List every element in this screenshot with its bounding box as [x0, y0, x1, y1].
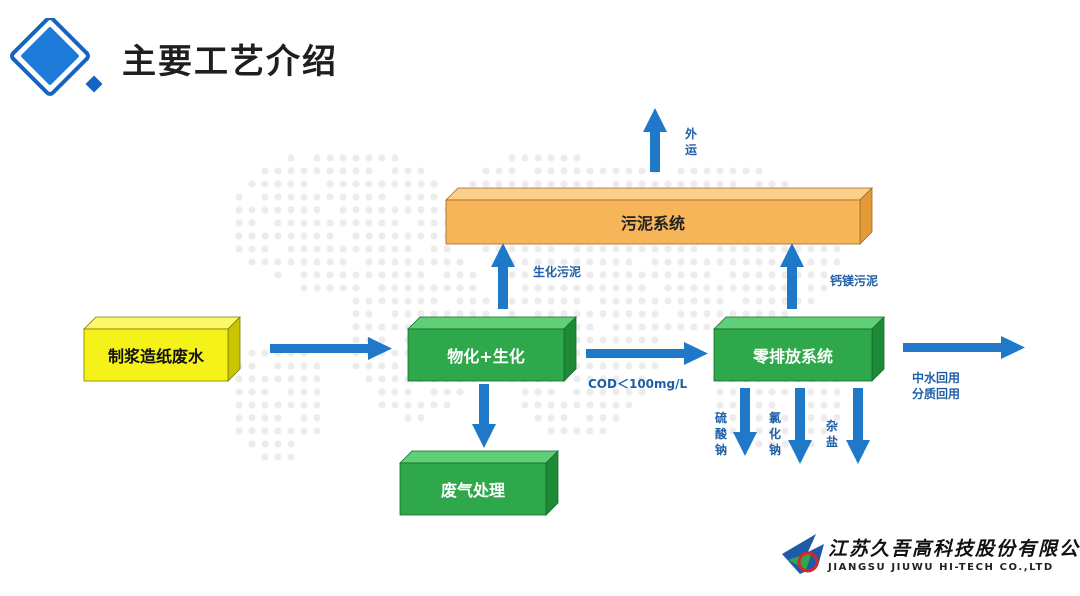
page-title: 主要工艺介绍 — [122, 42, 338, 82]
node-sludge-system: 污泥系统 — [445, 187, 873, 245]
company-name-en: JIANGSU JIUWU HI-TECH CO.,LTD — [828, 562, 1054, 573]
label-reuse-line2: 分质回用 — [912, 387, 961, 401]
node-zero-discharge: 零排放系统 — [713, 316, 885, 382]
label-sodium-chloride: 氯化钠 — [768, 411, 781, 457]
node-label: 废气处理 — [440, 481, 505, 500]
label-ca-mg-sludge: 钙镁污泥 — [830, 274, 879, 288]
node-physchem-bio: 物化+生化 — [407, 316, 577, 382]
arrow-export-up — [643, 108, 667, 172]
label-reuse-line1: 中水回用 — [912, 371, 961, 385]
arrow-sodium-sulfate-down — [733, 388, 757, 456]
arrow-treatment-to-zero-discharge — [586, 342, 708, 365]
arrow-wastewater-to-treatment — [270, 337, 392, 360]
label-sodium-sulfate: 硫酸钠 — [714, 411, 727, 457]
arrow-zero-discharge-to-reuse — [903, 336, 1025, 359]
arrow-mixed-salt-down — [846, 388, 870, 464]
arrow-sodium-chloride-down — [788, 388, 812, 464]
node-label: 制浆造纸废水 — [107, 347, 204, 366]
arrow-waste-gas-down — [472, 384, 496, 448]
company-logo-icon — [782, 534, 824, 574]
arrow-bio-sludge-up — [491, 243, 515, 309]
label-bio-sludge: 生化污泥 — [533, 265, 582, 279]
arrow-ca-mg-sludge-up — [780, 243, 804, 309]
company-name-cn: 江苏久吾高科技股份有限公司 — [828, 538, 1080, 560]
node-label: 污泥系统 — [620, 214, 685, 233]
label-export: 外运 — [684, 127, 697, 157]
label-cod: COD＜100mg/L — [588, 377, 688, 391]
node-pulping-wastewater: 制浆造纸废水 — [83, 316, 241, 382]
node-waste-gas: 废气处理 — [399, 450, 559, 516]
node-label: 物化+生化 — [447, 347, 525, 366]
label-mixed-salt: 杂盐 — [825, 419, 838, 449]
title-diamond-icon — [10, 18, 103, 96]
node-label: 零排放系统 — [752, 347, 833, 366]
